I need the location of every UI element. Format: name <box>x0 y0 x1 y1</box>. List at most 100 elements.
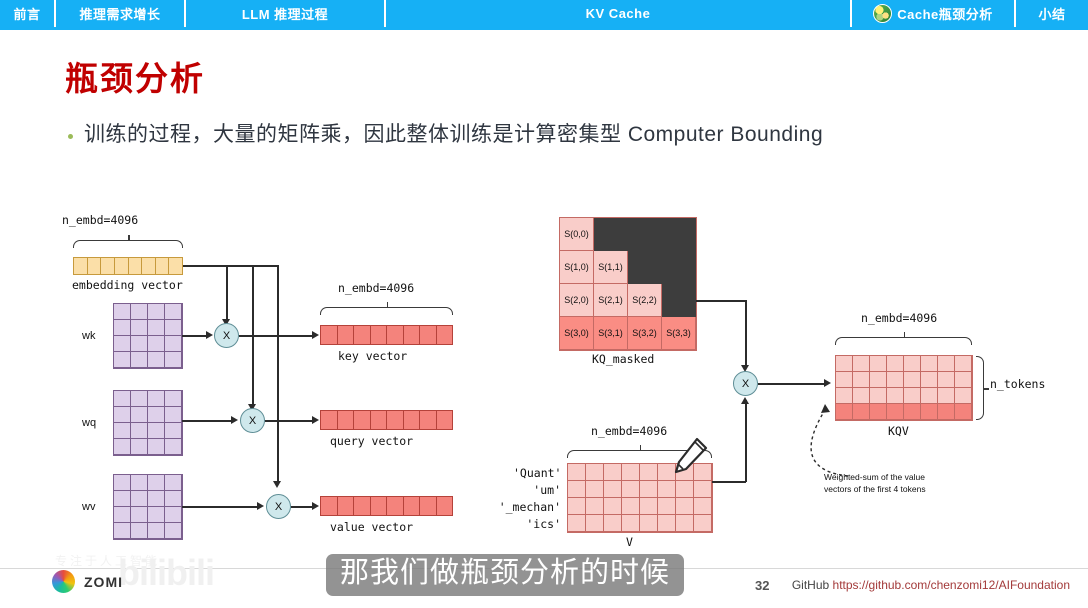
conn-x1-key <box>239 335 315 337</box>
embedding-vector <box>73 257 183 275</box>
kqv-matrix <box>835 355 973 421</box>
kq-cell: S(3,2) <box>628 317 662 350</box>
arrowhead-emb-x1 <box>222 319 230 326</box>
kqv-side-label: n_tokens <box>990 377 1046 391</box>
weight-matrix-wv <box>113 474 183 540</box>
kq-cell-masked <box>662 251 696 284</box>
multiply-node-value: X <box>266 494 291 519</box>
conn-emb-bus <box>183 265 277 267</box>
nav-item-label: LLM 推理过程 <box>241 7 329 22</box>
kq-cell: S(2,2) <box>628 284 662 317</box>
nav-item-label: Cache瓶颈分析 <box>897 7 993 22</box>
key-vector-caption: key vector <box>338 349 408 363</box>
page-title: 瓶颈分析 <box>65 60 205 97</box>
conn-x2-query <box>265 420 315 422</box>
conn-v-bus <box>712 481 746 483</box>
nav-item-llm-inference-process[interactable]: LLM 推理过程 <box>186 0 386 27</box>
weight-matrix-wq <box>113 390 183 456</box>
subtitle-overlay: 那我们做瓶颈分析的时候 <box>326 554 685 596</box>
kq-cell-masked <box>662 218 696 251</box>
nav-item-label: 前言 <box>13 7 41 22</box>
watermark-bilibili: bilibili <box>118 552 215 593</box>
kq-cell: S(2,1) <box>594 284 628 317</box>
kqv-side-brace <box>976 356 989 420</box>
v-row-label-0: 'Quant' <box>513 466 562 480</box>
subtitle-text: 那我们做瓶颈分析的时候 <box>340 557 671 589</box>
pencil-cursor-icon <box>674 437 708 474</box>
github-line: GitHub https://github.com/chenzomi12/AIF… <box>792 578 1070 592</box>
arrowhead-x2-query <box>312 416 319 424</box>
kq-cell: S(0,0) <box>560 218 594 251</box>
kq-cell-masked <box>628 218 662 251</box>
nav-item-summary[interactable]: 小结 <box>1016 0 1088 27</box>
kq-cell: S(1,0) <box>560 251 594 284</box>
v-row-label-2: '_mechan' <box>498 500 561 514</box>
weight-label-wq: wq <box>82 417 97 429</box>
multiply-symbol: X <box>274 500 283 513</box>
v-matrix <box>567 463 713 533</box>
multiply-node-key: X <box>214 323 239 348</box>
query-vector <box>320 410 453 430</box>
kq-cell: S(3,3) <box>662 317 696 350</box>
nav-item-kv-cache[interactable]: KV Cache <box>386 0 852 27</box>
arrowhead-v-x <box>741 397 749 404</box>
arrowhead-x1-key <box>312 331 319 339</box>
arrowhead-kq-x <box>741 365 749 372</box>
nav-item-cache-bottleneck-analysis[interactable]: Cache瓶颈分析 <box>852 0 1016 27</box>
multiply-node-kqv: X <box>733 371 758 396</box>
v-matrix-brace-label: n_embd=4096 <box>591 424 668 438</box>
conn-wq-x2 <box>182 420 234 422</box>
kq-masked-caption: KQ_masked <box>592 352 655 366</box>
kq-cell: S(1,1) <box>594 251 628 284</box>
nav-item-preface[interactable]: 前言 <box>0 0 56 27</box>
conn-emb-to-x3 <box>277 265 279 482</box>
conn-wv-x3 <box>182 506 260 508</box>
weight-label-wv: wv <box>82 501 96 513</box>
kqv-brace <box>835 332 972 345</box>
kq-cell: S(2,0) <box>560 284 594 317</box>
annotation-line-2: vectors of the first 4 tokens <box>824 484 926 494</box>
weight-matrix-wk <box>113 303 183 369</box>
conn-x-kqv <box>758 383 826 385</box>
watermark-tagline: 专注于人工智能 <box>55 554 161 568</box>
kq-masked-matrix: S(0,0) S(1,0) S(1,1) S(2,0) S(2,1) S(2,2… <box>559 217 697 351</box>
key-vector-brace <box>320 302 453 315</box>
section-navbar: 前言 推理需求增长 LLM 推理过程 KV Cache Cache瓶颈分析 小结 <box>0 0 1088 27</box>
navbar-underline <box>0 27 1088 30</box>
key-vector <box>320 325 453 345</box>
github-url[interactable]: https://github.com/chenzomi12/AIFoundati… <box>832 578 1070 592</box>
kq-cell-masked <box>628 251 662 284</box>
zomi-logo-icon <box>52 570 75 593</box>
value-vector-caption: value vector <box>330 520 414 534</box>
nav-item-label: 小结 <box>1038 7 1066 22</box>
conn-emb-to-x1 <box>226 265 228 320</box>
kq-cell: S(3,1) <box>594 317 628 350</box>
v-row-label-1: 'um' <box>533 483 561 497</box>
embedding-brace <box>73 235 183 248</box>
arrowhead-wv-x3 <box>257 502 264 510</box>
embedding-vector-caption: embedding vector <box>72 278 183 292</box>
brand-logo: ZOMI <box>52 570 123 593</box>
nav-item-label: KV Cache <box>585 6 651 21</box>
key-vector-brace-label: n_embd=4096 <box>338 281 415 295</box>
globe-logo-icon <box>873 4 893 23</box>
conn-kq-bus <box>696 300 746 302</box>
conn-x3-value <box>291 506 315 508</box>
weight-label-wk: wk <box>82 330 96 342</box>
conn-wk-x1 <box>182 335 208 337</box>
nav-item-label: 推理需求增长 <box>79 7 161 22</box>
embedding-brace-label: n_embd=4096 <box>62 213 139 227</box>
v-matrix-brace <box>567 445 712 458</box>
arrowhead-emb-x3 <box>273 481 281 488</box>
kqv-brace-label: n_embd=4096 <box>861 311 938 325</box>
kqv-caption: KQV <box>888 424 909 438</box>
brand-name: ZOMI <box>84 573 123 590</box>
bullet-row: 训练的过程，大量的矩阵乘，因此整体训练是计算密集型 Computer Bound… <box>68 120 1028 149</box>
bullet-text: 训练的过程，大量的矩阵乘，因此整体训练是计算密集型 Computer Bound… <box>84 123 824 146</box>
v-matrix-caption: V <box>626 535 633 549</box>
nav-item-inference-demand-growth[interactable]: 推理需求增长 <box>56 0 186 27</box>
conn-kq-to-x <box>745 300 747 366</box>
arrowhead-wq-x2 <box>231 416 238 424</box>
arrowhead-x3-value <box>312 502 319 510</box>
